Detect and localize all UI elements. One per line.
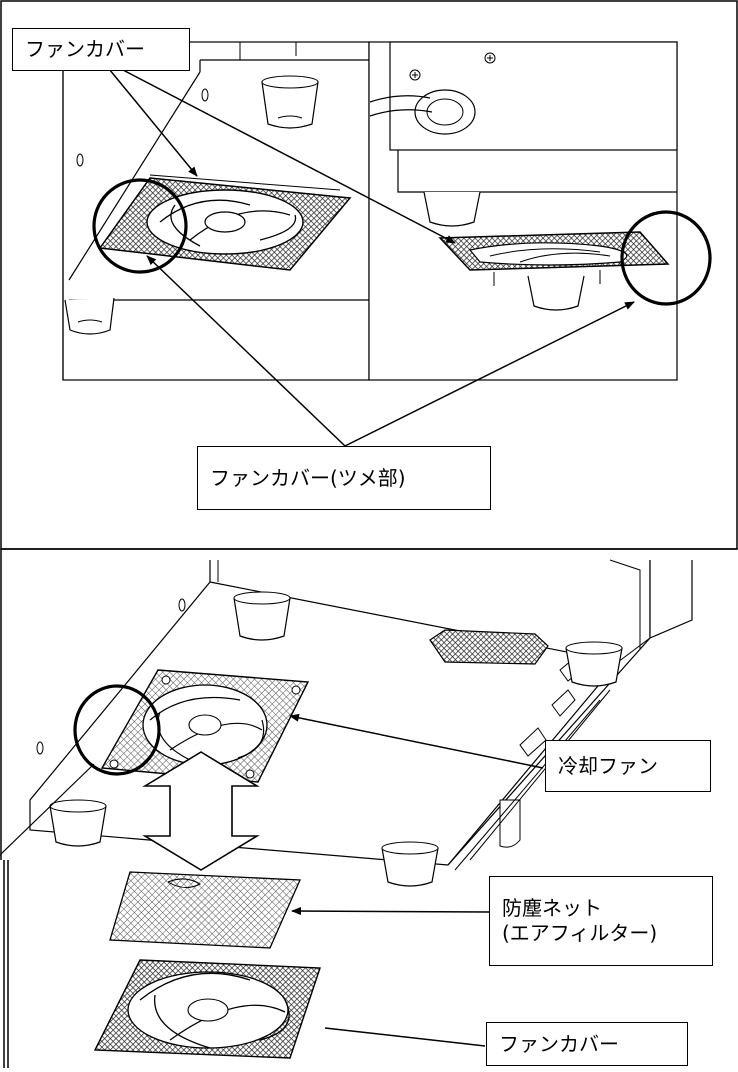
label-fan-cover-top: ファンカバー — [12, 28, 190, 71]
label-cooling-fan: 冷却ファン — [545, 740, 711, 792]
top-left-illustration — [62, 41, 370, 381]
bottom-leader-lines — [289, 713, 544, 1047]
label-fan-cover-bottom: ファンカバー — [486, 1022, 688, 1066]
top-right-illustration — [368, 41, 712, 381]
label-dust-net: 防塵ネット (エアフィルター) — [489, 876, 713, 966]
top-leader-lines — [99, 57, 635, 447]
label-fan-cover-claw: ファンカバー(ツメ部) — [197, 446, 491, 510]
bottom-illustration — [0, 559, 693, 1059]
